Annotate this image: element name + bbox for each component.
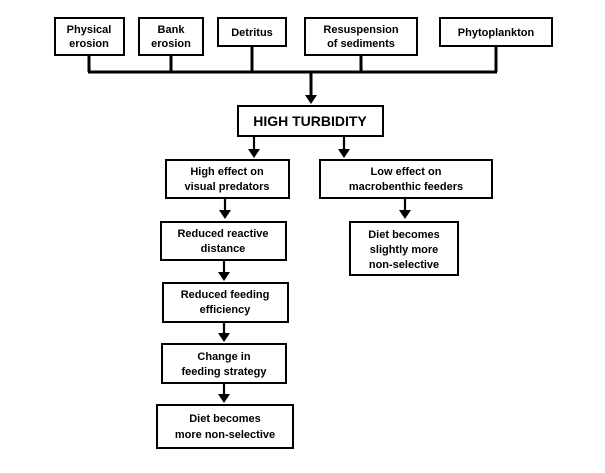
right-label-line2: macrobenthic feeders xyxy=(349,181,463,193)
high-turbidity-label: HIGH TURBIDITY xyxy=(253,113,367,129)
left-label-line1: Change in xyxy=(197,351,250,363)
right-arrow-1 xyxy=(399,198,411,219)
left-label-line1: Reduced feeding xyxy=(181,289,270,301)
source-label-line1: Detritus xyxy=(231,27,273,39)
right-box-low-effect: Low effect on macrobenthic feeders xyxy=(319,159,493,199)
left-label-line2: distance xyxy=(201,243,246,255)
right-label-line1: Diet becomes xyxy=(368,229,440,241)
left-arrow-4 xyxy=(218,383,230,403)
left-box-high-effect: High effect on visual predators xyxy=(165,159,290,199)
source-box-phytoplankton: Phytoplankton xyxy=(439,17,553,47)
right-label-line3: non-selective xyxy=(369,259,439,271)
source-label-line1: Bank xyxy=(158,24,186,36)
split-arrows xyxy=(248,136,350,158)
left-box-reactive-distance: Reduced reactive distance xyxy=(160,221,287,261)
left-label-line1: Diet becomes xyxy=(189,413,261,425)
left-arrow-1 xyxy=(219,198,231,219)
source-label-line1: Resuspension xyxy=(323,24,398,36)
left-label-line2: visual predators xyxy=(185,181,270,193)
source-box-resuspension: Resuspension of sediments xyxy=(304,17,418,56)
source-connector xyxy=(87,46,498,104)
left-label-line2: more non-selective xyxy=(175,429,275,441)
left-box-diet-non-selective: Diet becomes more non-selective xyxy=(156,404,294,449)
source-box-detritus: Detritus xyxy=(217,17,287,47)
source-label-line2: erosion xyxy=(151,38,191,50)
left-label-line2: efficiency xyxy=(200,304,252,316)
left-label-line2: feeding strategy xyxy=(182,366,268,378)
left-label-line1: Reduced reactive xyxy=(177,228,268,240)
left-box-feeding-strategy: Change in feeding strategy xyxy=(161,343,287,384)
left-arrow-3 xyxy=(218,322,230,342)
high-turbidity-box: HIGH TURBIDITY xyxy=(237,105,384,137)
right-box-diet-slightly-non-selective: Diet becomes slightly more non-selective xyxy=(349,221,459,276)
source-label-line2: erosion xyxy=(69,38,109,50)
source-box-physical-erosion: Physical erosion xyxy=(54,17,125,56)
source-label-line1: Physical xyxy=(67,24,112,36)
left-box-feeding-efficiency: Reduced feeding efficiency xyxy=(162,282,289,323)
source-box-bank-erosion: Bank erosion xyxy=(138,17,204,56)
source-label-line1: Phytoplankton xyxy=(458,27,535,39)
source-label-line2: of sediments xyxy=(327,38,395,50)
left-arrow-2 xyxy=(218,260,230,281)
right-label-line1: Low effect on xyxy=(371,166,442,178)
right-label-line2: slightly more xyxy=(370,244,438,256)
left-label-line1: High effect on xyxy=(190,166,264,178)
